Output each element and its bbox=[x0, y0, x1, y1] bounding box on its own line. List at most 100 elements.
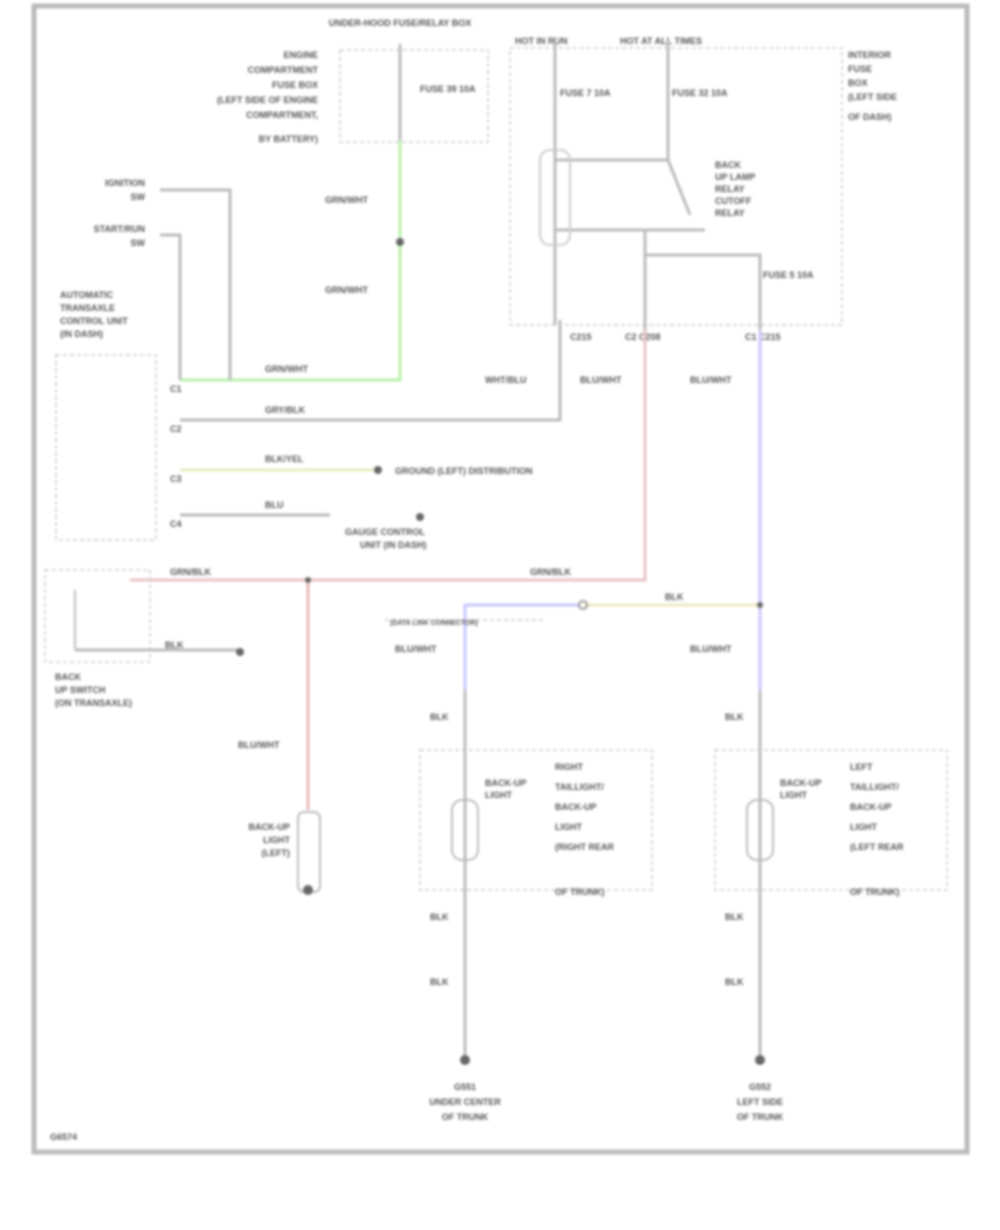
svg-text:COMPARTMENT,: COMPARTMENT, bbox=[246, 110, 318, 120]
connector-note: (DATA LINK CONNECTOR) bbox=[390, 620, 478, 627]
wire-label: BLU bbox=[265, 500, 284, 510]
svg-text:FUSE 7 10A: FUSE 7 10A bbox=[560, 88, 611, 98]
wire-label: GRN/WHT bbox=[265, 364, 308, 374]
right-taillight-assembly: BACK-UP LIGHT RIGHT TAILLIGHT/ BACK-UP L… bbox=[419, 690, 653, 1122]
fuse-box-description: ENGINE COMPARTMENT FUSE BOX (LEFT SIDE O… bbox=[217, 50, 319, 144]
wire-label: BLU/WHT bbox=[690, 375, 732, 385]
green-wire bbox=[180, 140, 402, 382]
connector-pins: C1 C2 C3 C4 bbox=[170, 384, 182, 529]
wire-label: BLK bbox=[665, 592, 684, 602]
backup-light-left: BACK-UP LIGHT (LEFT) bbox=[249, 811, 321, 895]
svg-text:OF DASH): OF DASH) bbox=[848, 112, 892, 122]
svg-text:BLK: BLK bbox=[725, 912, 744, 922]
under-hood-fuse-box: UNDER-HOOD FUSE/RELAY BOX FUSE 39 10A EN… bbox=[217, 18, 489, 144]
svg-text:LIGHT: LIGHT bbox=[555, 822, 582, 832]
svg-text:HOT IN RUN: HOT IN RUN bbox=[515, 36, 568, 46]
svg-text:UP LAMP: UP LAMP bbox=[715, 172, 755, 182]
svg-text:RELAY: RELAY bbox=[715, 184, 745, 194]
wire-label: BLU/WHT bbox=[690, 644, 732, 654]
wire-label: GRN/BLK bbox=[530, 567, 571, 577]
back-up-switch: BLK BACK UP SWITCH (ON TRANSAXLE) bbox=[44, 569, 244, 708]
svg-text:C2 C208: C2 C208 bbox=[625, 332, 661, 342]
svg-text:CUTOFF: CUTOFF bbox=[715, 196, 752, 206]
ignition-label: IGNITION bbox=[105, 178, 145, 188]
svg-text:OF TRUNK): OF TRUNK) bbox=[555, 887, 605, 897]
svg-text:BACK-UP: BACK-UP bbox=[249, 822, 291, 832]
svg-text:HOT AT ALL TIMES: HOT AT ALL TIMES bbox=[620, 36, 702, 46]
ignition-sub: SW bbox=[131, 192, 146, 202]
svg-text:C3: C3 bbox=[170, 474, 182, 484]
svg-text:G552: G552 bbox=[749, 1082, 771, 1092]
wire-label: BLU/WHT bbox=[580, 375, 622, 385]
svg-text:LEFT SIDE: LEFT SIDE bbox=[737, 1097, 783, 1107]
svg-text:BLK: BLK bbox=[725, 712, 744, 722]
left-taillight-assembly: BACK-UP LIGHT LEFT TAILLIGHT/ BACK-UP LI… bbox=[714, 690, 948, 1122]
svg-text:FUSE 32 10A: FUSE 32 10A bbox=[672, 88, 728, 98]
svg-text:TAILLIGHT/: TAILLIGHT/ bbox=[555, 782, 604, 792]
wire-label: BLK bbox=[165, 640, 184, 650]
ground-reference: GROUND (LEFT) DISTRIBUTION bbox=[395, 466, 533, 476]
svg-text:C4: C4 bbox=[170, 519, 182, 529]
gauge-label: GAUGE CONTROL bbox=[345, 527, 426, 537]
svg-text:G551: G551 bbox=[454, 1082, 476, 1092]
svg-text:BACK-UP: BACK-UP bbox=[780, 778, 822, 788]
svg-text:C215: C215 bbox=[570, 332, 592, 342]
interior-fuse-box: HOT IN RUN HOT AT ALL TIMES FUSE 7 10A F… bbox=[509, 36, 897, 342]
svg-text:(LEFT SIDE OF ENGINE: (LEFT SIDE OF ENGINE bbox=[217, 95, 318, 105]
svg-text:TRANSAXLE: TRANSAXLE bbox=[60, 303, 115, 313]
svg-text:OF TRUNK): OF TRUNK) bbox=[850, 887, 900, 897]
start-run-label: START/RUN bbox=[94, 224, 145, 234]
svg-text:INTERIOR: INTERIOR bbox=[848, 50, 892, 60]
splice-dot bbox=[396, 238, 404, 246]
svg-text:COMPARTMENT: COMPARTMENT bbox=[248, 65, 319, 75]
svg-text:OF TRUNK: OF TRUNK bbox=[442, 1112, 489, 1122]
svg-text:LEFT: LEFT bbox=[850, 762, 873, 772]
svg-text:FUSE BOX: FUSE BOX bbox=[272, 80, 318, 90]
wire-label: GRY/BLK bbox=[265, 405, 306, 415]
svg-text:BACK: BACK bbox=[55, 672, 81, 682]
svg-text:BLK: BLK bbox=[430, 712, 449, 722]
svg-text:OF TRUNK: OF TRUNK bbox=[737, 1112, 784, 1122]
svg-text:LIGHT: LIGHT bbox=[485, 790, 512, 800]
svg-text:LIGHT: LIGHT bbox=[263, 835, 290, 845]
svg-text:C2: C2 bbox=[170, 424, 182, 434]
svg-text:AUTOMATIC: AUTOMATIC bbox=[60, 290, 114, 300]
red-wire bbox=[130, 330, 647, 582]
svg-text:(ON TRANSAXLE): (ON TRANSAXLE) bbox=[55, 698, 132, 708]
wire-label: WHT/BLU bbox=[485, 375, 527, 385]
svg-text:BOX: BOX bbox=[848, 78, 868, 88]
svg-text:BACK-UP: BACK-UP bbox=[850, 802, 892, 812]
svg-text:C1 C215: C1 C215 bbox=[745, 332, 781, 342]
svg-text:(RIGHT REAR: (RIGHT REAR bbox=[555, 842, 614, 852]
svg-text:(LEFT REAR: (LEFT REAR bbox=[850, 842, 904, 852]
svg-text:BLK: BLK bbox=[430, 977, 449, 987]
svg-text:LIGHT: LIGHT bbox=[850, 822, 877, 832]
svg-text:RIGHT: RIGHT bbox=[555, 762, 584, 772]
wire-label: GRN/WHT bbox=[325, 195, 368, 205]
diagram-code: G6574 bbox=[50, 1132, 77, 1142]
gauge-label-2: UNIT (IN DASH) bbox=[360, 540, 427, 550]
svg-text:C1: C1 bbox=[170, 384, 182, 394]
start-run-sub: SW bbox=[131, 238, 146, 248]
wire-label: BLU/WHT bbox=[238, 740, 280, 750]
wire-label: GRN/BLK bbox=[170, 567, 211, 577]
wire-label: BLK/YEL bbox=[265, 454, 304, 464]
svg-text:LIGHT: LIGHT bbox=[780, 790, 807, 800]
wire-label: GRN/WHT bbox=[325, 285, 368, 295]
svg-text:BY BATTERY): BY BATTERY) bbox=[259, 134, 318, 144]
svg-text:BACK-UP: BACK-UP bbox=[555, 802, 597, 812]
svg-text:UNDER CENTER: UNDER CENTER bbox=[429, 1097, 501, 1107]
svg-text:(IN DASH): (IN DASH) bbox=[60, 329, 103, 339]
svg-text:CONTROL UNIT: CONTROL UNIT bbox=[60, 316, 128, 326]
fuse-label: FUSE 39 10A bbox=[420, 84, 476, 94]
svg-text:UP SWITCH: UP SWITCH bbox=[55, 685, 105, 695]
svg-text:BACK: BACK bbox=[715, 160, 741, 170]
svg-text:FUSE: FUSE bbox=[848, 64, 872, 74]
svg-text:FUSE 5 10A: FUSE 5 10A bbox=[763, 270, 814, 280]
svg-text:ENGINE: ENGINE bbox=[283, 50, 318, 60]
svg-text:TAILLIGHT/: TAILLIGHT/ bbox=[850, 782, 899, 792]
svg-text:RELAY: RELAY bbox=[715, 208, 745, 218]
fuse-box-title: UNDER-HOOD FUSE/RELAY BOX bbox=[329, 18, 472, 28]
svg-text:BLK: BLK bbox=[725, 977, 744, 987]
svg-text:(LEFT SIDE: (LEFT SIDE bbox=[848, 92, 897, 102]
